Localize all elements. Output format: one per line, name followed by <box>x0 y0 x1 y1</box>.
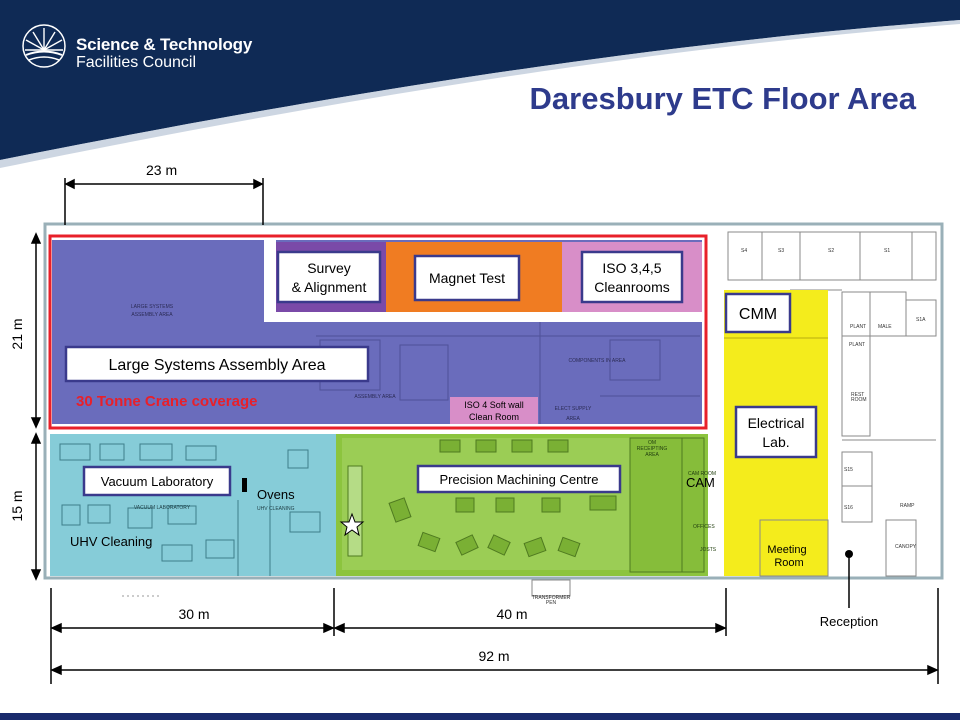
small-plant-2: PLANT <box>849 342 865 348</box>
small-s1: S1 <box>884 248 890 254</box>
dim-bottom-total: 92 m <box>478 648 509 664</box>
crane-label: 30 Tonne Crane coverage <box>76 393 257 410</box>
iso4-label-1: ISO 4 Soft wall <box>464 400 524 410</box>
white-cutout <box>264 240 276 322</box>
dim-left-upper: 21 m <box>9 318 25 349</box>
magnet-label: Magnet Test <box>429 270 505 286</box>
vacuum-label: Vacuum Laboratory <box>101 474 214 489</box>
cam-label: CAM <box>686 475 715 490</box>
large-systems-label-box <box>64 345 370 383</box>
vacuum-label-box <box>82 465 232 497</box>
small-ramp: RAMP <box>900 503 915 509</box>
small-machining-labels: OM RECEIPTING AREA CAM ROOM OFFICES JOST… <box>637 440 717 553</box>
small-service-labels: TRANSFORMER PEN S4 S3 S2 S1 S1A PLANT MA… <box>532 248 926 606</box>
small-transformer-2: PEN <box>546 600 557 606</box>
iso4-softwall <box>450 397 538 424</box>
small-vacuum-labels: VACUUM LABORATORY UHV CLEANING <box>134 505 295 512</box>
small-om-3: AREA <box>645 452 659 458</box>
small-om-2: RECEIPTING <box>637 446 668 452</box>
reception-dot <box>845 550 853 558</box>
logo-line2: Facilities Council <box>76 54 197 71</box>
small-s4: S4 <box>741 248 747 254</box>
small-components: COMPONENTS IN AREA <box>569 358 627 364</box>
survey-label-box <box>276 250 382 304</box>
star-icon <box>339 512 365 537</box>
meeting-label-2: Room <box>774 557 803 569</box>
small-josts: JOSTS <box>700 547 717 553</box>
small-s2: S2 <box>828 248 834 254</box>
stfc-logo-icon <box>22 24 66 68</box>
precision-label: Precision Machining Centre <box>440 472 599 487</box>
iso-label-1: ISO 3,4,5 <box>602 260 661 276</box>
small-plant-1: PLANT <box>850 324 866 330</box>
small-rest-1: REST <box>851 392 864 398</box>
small-male: MALE <box>878 324 892 330</box>
dim-bottom-left: 30 m <box>178 606 209 622</box>
small-vacuum-laboratory: VACUUM LABORATORY <box>134 505 191 511</box>
survey-label-2: & Alignment <box>292 279 367 295</box>
machining-right-col <box>629 437 705 573</box>
service-rooms <box>727 231 937 523</box>
cmm-label-box <box>724 292 792 334</box>
small-uhv-cleaning: UHV CLEANING <box>257 506 295 512</box>
dim-top: 23 m <box>146 162 177 178</box>
reception-label: Reception <box>820 614 879 629</box>
magnet-label-box <box>413 254 521 302</box>
electrical-label-2: Lab. <box>762 434 789 450</box>
dim-left-lower: 15 m <box>9 490 25 521</box>
small-s3: S3 <box>778 248 784 254</box>
small-transformer-1: TRANSFORMER <box>532 595 571 601</box>
white-strip <box>264 312 702 322</box>
small-rest-2: ROOM <box>851 397 867 403</box>
dimension-lines <box>30 178 939 684</box>
iso4-label-2: Clean Room <box>469 412 519 422</box>
transformer-pen <box>531 579 571 597</box>
crane-coverage-outline <box>48 234 708 430</box>
iso-label-2: Cleanrooms <box>594 279 669 295</box>
cmm-label: CMM <box>739 306 777 323</box>
dim-bottom-mid: 40 m <box>496 606 527 622</box>
logo-line1: Science & Technology <box>76 35 253 54</box>
iso-label-box <box>580 250 684 304</box>
electrical-label-1: Electrical <box>748 415 805 431</box>
machining-inner <box>342 438 630 570</box>
footer-bar <box>0 713 960 720</box>
meeting-area-lines <box>759 519 917 577</box>
vacuum-lines <box>59 443 321 576</box>
small-large-systems-2: ASSEMBLY AREA <box>131 312 173 318</box>
small-canopy: CANOPY <box>895 544 917 550</box>
bench-left <box>347 465 363 557</box>
small-om-1: OM <box>648 440 656 446</box>
small-plan-labels: LARGE SYSTEMS ASSEMBLY AREA ASSEMBLY ARE… <box>131 304 626 422</box>
small-assembly-area: ASSEMBLY AREA <box>354 394 396 400</box>
uhv-cleaning-label: UHV Cleaning <box>70 534 152 549</box>
small-large-systems-1: LARGE SYSTEMS <box>131 304 174 310</box>
page-title: Daresbury ETC Floor Area <box>529 81 916 116</box>
large-systems-label: Large Systems Assembly Area <box>109 357 326 374</box>
small-offices: OFFICES <box>693 524 715 530</box>
assembly-notch <box>52 240 264 246</box>
small-elect-supply-1: ELECT SUPPLY <box>555 406 592 412</box>
survey-label-1: Survey <box>307 260 351 276</box>
small-s16: S16 <box>844 505 853 511</box>
meeting-label-1: Meeting <box>767 544 806 556</box>
machine-tools <box>388 439 617 558</box>
electrical-label-box <box>734 405 818 459</box>
small-cam-room: CAM ROOM <box>688 471 716 477</box>
small-s1a: S1A <box>916 317 926 323</box>
small-elect-supply-2: AREA <box>566 416 580 422</box>
small-s15: S15 <box>844 467 853 473</box>
ovens-label: Ovens <box>257 487 295 502</box>
header-banner <box>0 0 960 168</box>
precision-label-box <box>416 464 622 494</box>
oven-marker <box>242 478 247 492</box>
